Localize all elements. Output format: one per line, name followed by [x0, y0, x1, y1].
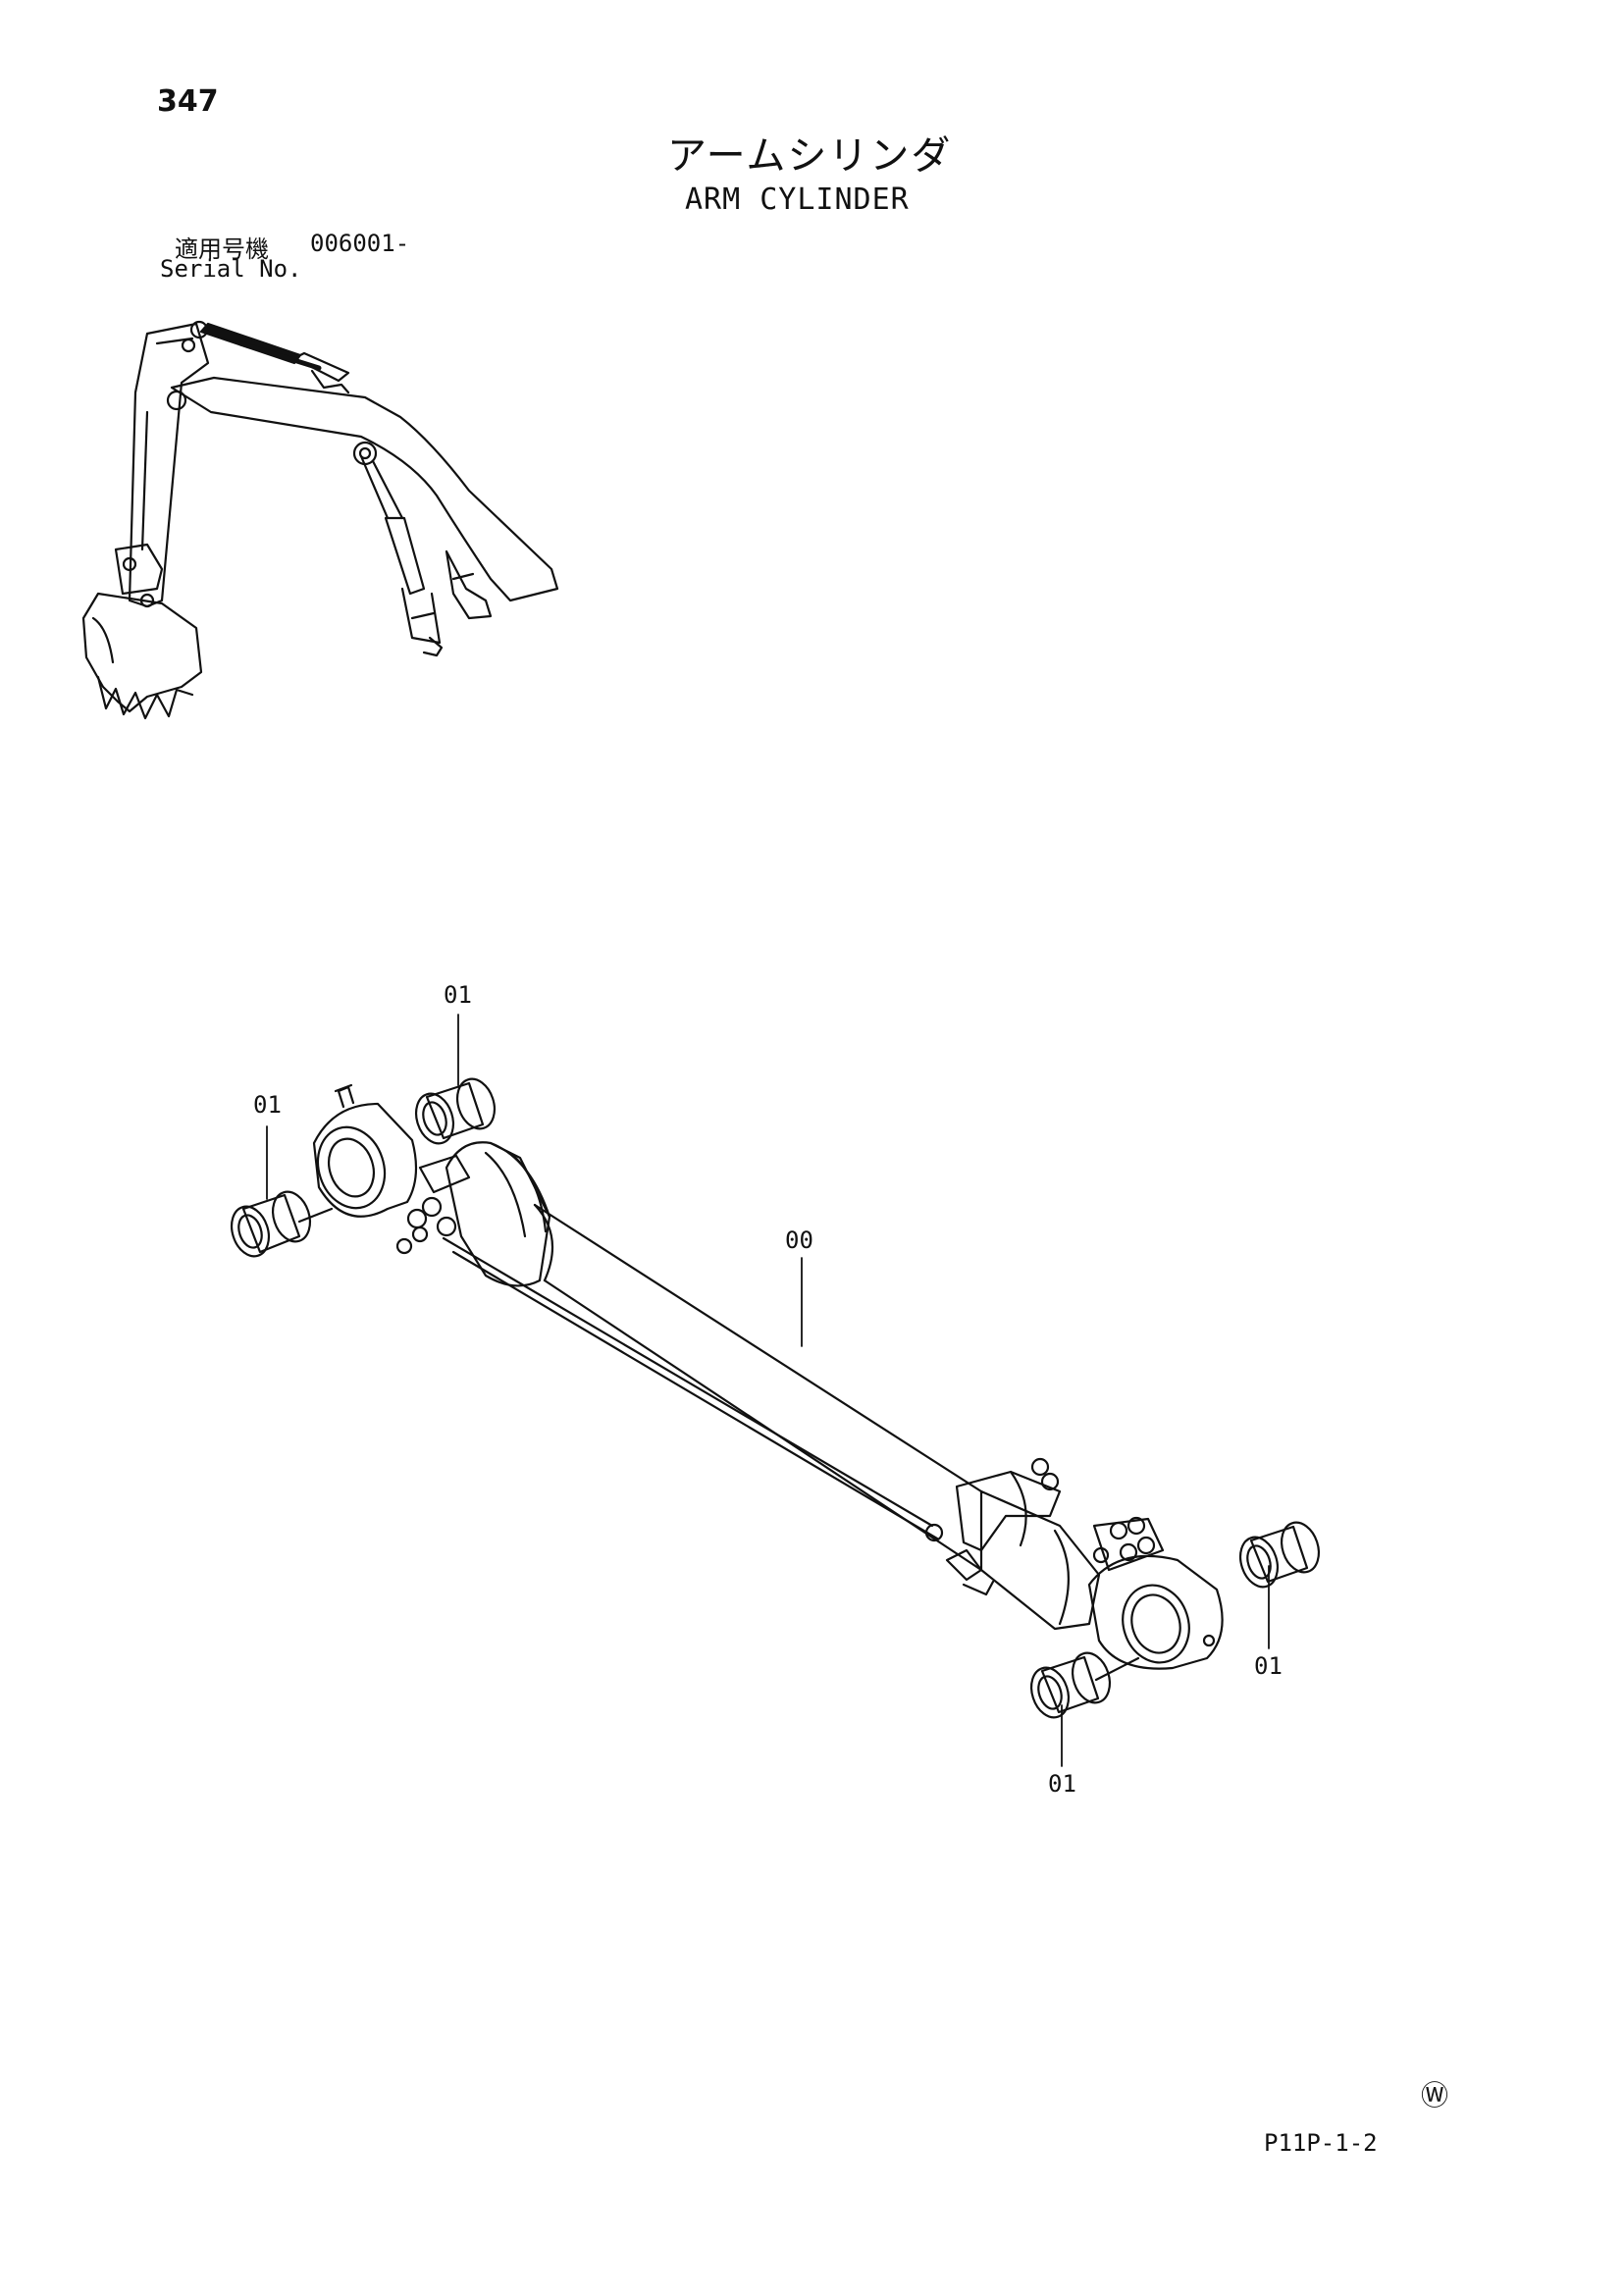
serial-label-english: Serial No.	[160, 255, 302, 283]
excavator-location-thumbnail	[81, 320, 559, 720]
bushing-left	[230, 1190, 334, 1258]
copyright-mark: Ⓦ	[1421, 2079, 1449, 2112]
leader-lines	[266, 1014, 1270, 1767]
callout-item-00: 00	[785, 1226, 813, 1254]
page-title-english: ARM CYLINDER	[685, 183, 910, 217]
serial-label-japanese: 適用号機	[175, 235, 269, 263]
page-code: P11P-1-2	[1264, 2129, 1378, 2157]
callout-item-01-bottom: 01	[1048, 1770, 1076, 1798]
callout-item-01-right: 01	[1254, 1652, 1283, 1680]
callout-item-01-top: 01	[444, 981, 472, 1009]
arm-cylinder-assembly	[312, 1083, 1224, 1670]
callout-item-01-left: 01	[253, 1091, 282, 1119]
page-number: 347	[157, 84, 219, 119]
bushing-bottom	[1029, 1651, 1140, 1719]
bushing-top	[414, 1077, 497, 1145]
bushing-right	[1238, 1521, 1321, 1589]
serial-number-range: 006001-	[310, 230, 410, 257]
page-title-japanese: アームシリンダ	[667, 133, 953, 179]
